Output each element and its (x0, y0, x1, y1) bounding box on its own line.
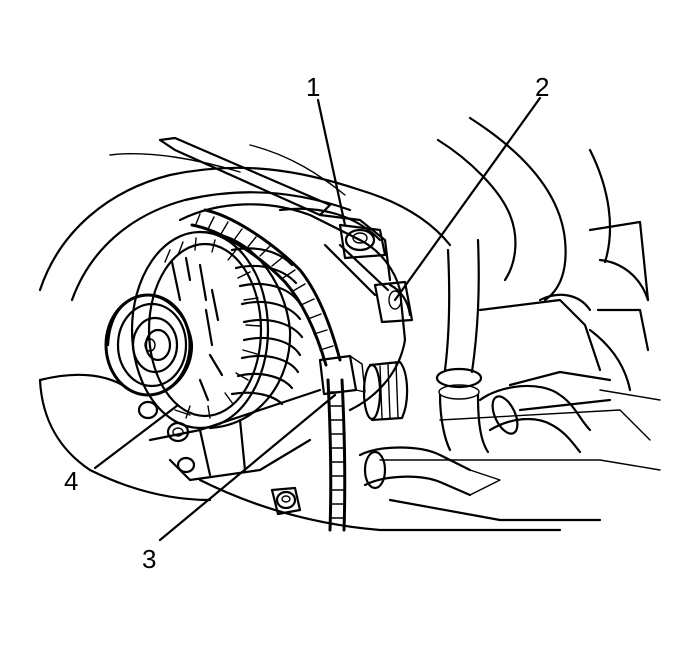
wiring-harness (190, 208, 342, 367)
heater-hose (478, 370, 612, 454)
outer-hose (38, 166, 452, 472)
callout-2: 2 (535, 72, 549, 102)
alternator-fins (230, 247, 304, 406)
upper-bolts (323, 223, 414, 324)
fitting (362, 360, 409, 422)
harness-conduit (318, 354, 366, 532)
leader-3 (158, 393, 337, 542)
mount-bolts (137, 400, 302, 516)
callout-1: 1 (306, 72, 320, 102)
leader-2 (393, 96, 542, 302)
leader-4 (93, 403, 180, 470)
alternator-front (130, 230, 292, 430)
callout-leaders (93, 96, 542, 542)
alternator-pulley (104, 293, 194, 397)
callout-4: 4 (64, 466, 78, 496)
coolant-hose (435, 238, 490, 454)
callout-3: 3 (142, 544, 156, 574)
leader-1 (316, 98, 347, 227)
lower-hose (358, 446, 501, 497)
left-lower-hose (38, 373, 212, 502)
engine-background (198, 116, 661, 532)
alternator-housing (148, 203, 407, 482)
